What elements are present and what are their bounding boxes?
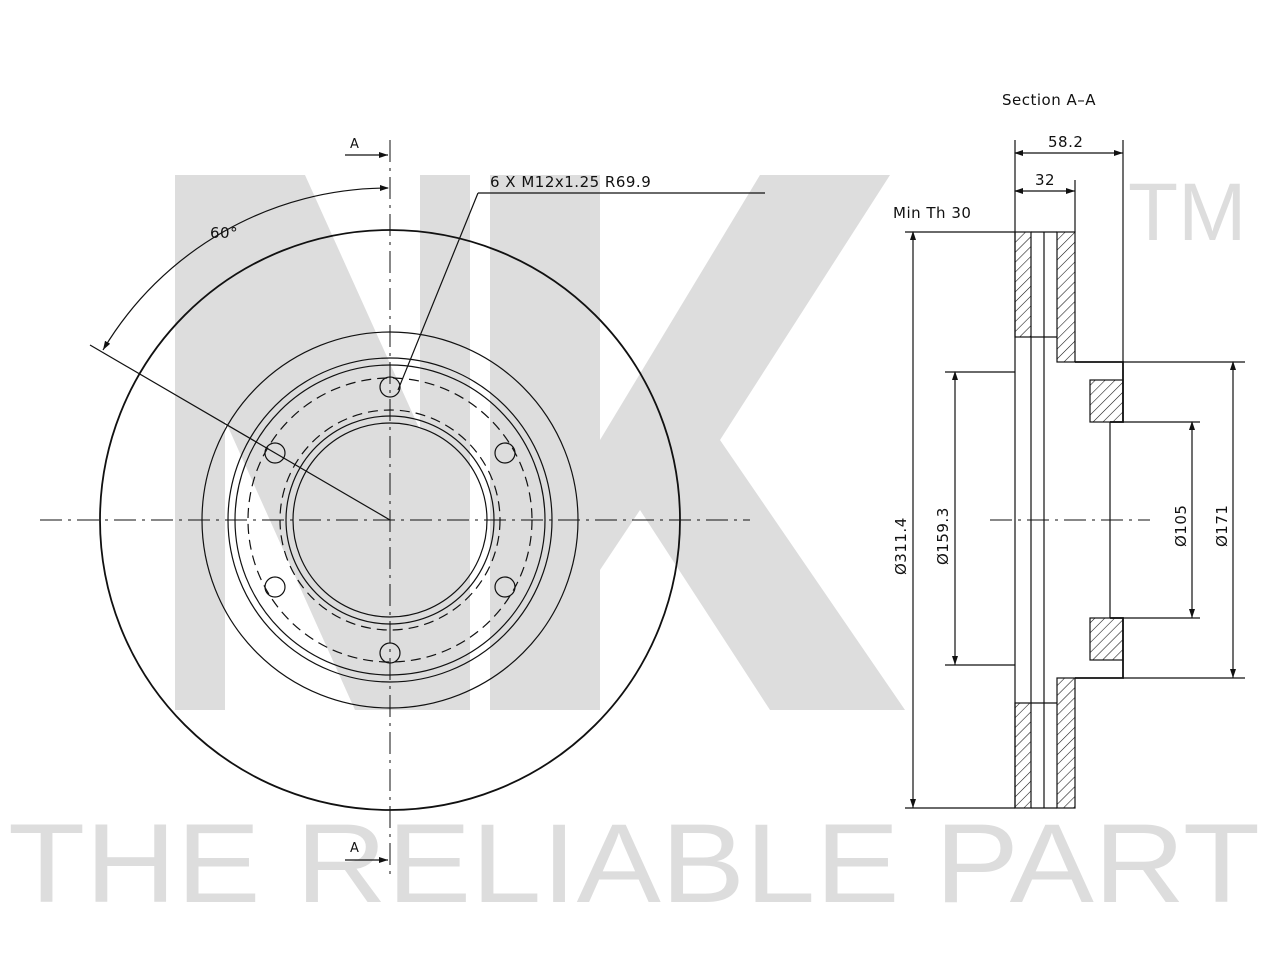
trademark-mark: TM [1128,167,1246,258]
center-bore-inner [292,422,488,618]
section-view: Section A–A 58.2 32 Min Th 30 [892,91,1245,809]
watermark-tagline: THE RELIABLE PART [8,801,1260,926]
section-title: Section A–A [1002,91,1096,109]
front-view: A A 60° 6 X M12x1.25 R69.9 [40,137,765,880]
hat-flange-bottom [1089,617,1124,661]
section-mark-top: A [350,137,359,152]
dim-overall-width: 58.2 [1048,133,1083,151]
bolt-hole [264,442,286,464]
inner-friction-plate-top [1056,231,1076,363]
hat-outer-edge [227,357,553,683]
angle-label: 60° [210,224,238,242]
bolt-hole [264,576,286,598]
disc-outer-edge [99,229,681,811]
bolt-hole [379,376,401,398]
inner-friction-plate-bottom [1056,677,1076,809]
outer-friction-plate-bottom [1014,702,1032,809]
center-bore-outer [285,415,495,625]
angle-arc [102,185,389,351]
bolt-hole [379,642,401,664]
min-thickness-label: Min Th 30 [893,204,971,222]
hidden-ring-inner [279,409,501,631]
hidden-ring-outer [247,377,533,663]
hat-flange-top [1089,379,1124,423]
bolt-hole [494,576,516,598]
bolt-holes [264,376,516,664]
hat-ring [234,364,546,676]
friction-ring-inner-edge [201,331,579,709]
dim-center-bore-diameter: Ø105 [1172,505,1190,547]
angle-leader [89,344,391,521]
dim-hub-diameter: Ø171 [1213,505,1231,547]
bolt-spec-leader [397,192,479,391]
section-mark-bottom: A [350,841,359,856]
dim-thickness: 32 [1035,171,1055,189]
bolt-spec-label: 6 X M12x1.25 R69.9 [490,173,651,191]
bolt-hole [494,442,516,464]
dim-hat-diameter: Ø159.3 [934,507,952,565]
outer-friction-plate-top [1014,231,1032,338]
dim-outer-diameter: Ø311.4 [892,517,910,575]
